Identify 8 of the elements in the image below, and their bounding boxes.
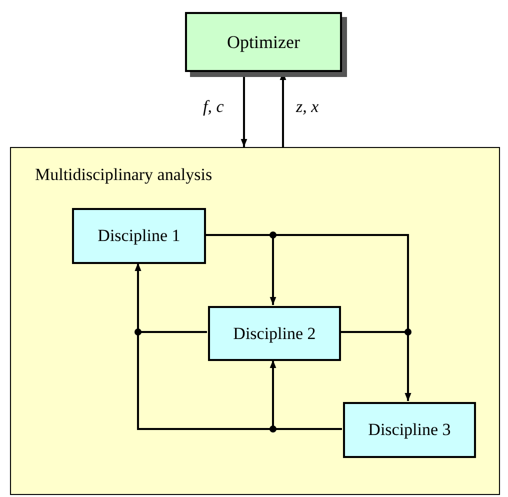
discipline-box: Discipline 2 bbox=[208, 306, 341, 361]
discipline-box: Discipline 1 bbox=[72, 208, 206, 264]
group-box bbox=[10, 147, 500, 495]
edge-label: z, x bbox=[296, 96, 319, 118]
arrow bbox=[340, 331, 412, 401]
edge-label: f, c bbox=[203, 96, 224, 118]
discipline-box: Discipline 3 bbox=[343, 402, 476, 458]
group-title: Multidisciplinary analysis bbox=[35, 164, 212, 186]
